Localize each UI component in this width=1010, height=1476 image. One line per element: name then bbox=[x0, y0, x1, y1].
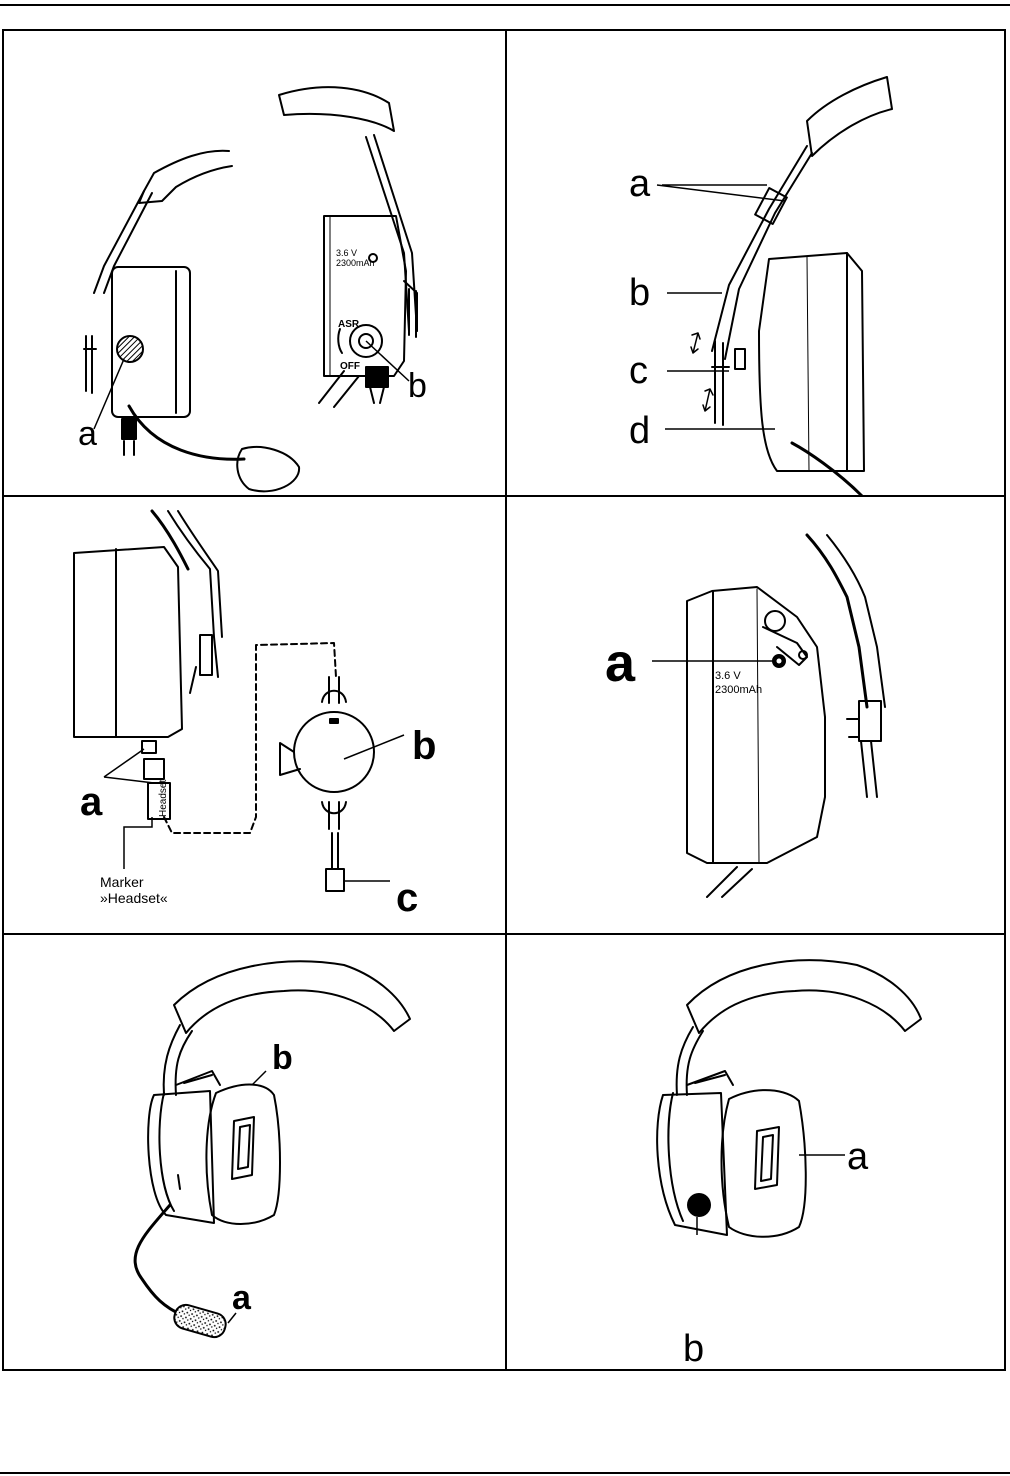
fig5-label-b: b bbox=[272, 1039, 293, 1077]
figure-2-headband-adjustment: a b c d bbox=[507, 31, 1006, 495]
switch-off-text: OFF bbox=[340, 361, 360, 372]
marker-tag-text: Headset bbox=[158, 780, 169, 817]
figure-4-battery-indicator: a 3.6 V 2300mAh bbox=[507, 497, 1006, 933]
figure-6-ear-cushion-replacement: a b bbox=[507, 935, 1006, 1371]
figure-1-headset-front-side: 3.6 V 2300mAh ASR OFF a b bbox=[4, 31, 505, 495]
fig2-label-d: d bbox=[629, 410, 650, 452]
figure-3-cable-connection: Headset a b c Marker »Headset« bbox=[4, 497, 505, 933]
fig5-label-a: a bbox=[232, 1279, 252, 1317]
fig2-label-b: b bbox=[629, 272, 650, 314]
battery-voltage-text: 3.6 V bbox=[336, 248, 357, 258]
switch-asr-text: ASR bbox=[338, 319, 360, 330]
marker-caption-line1: Marker bbox=[100, 874, 144, 890]
bottom-rule bbox=[0, 1472, 1010, 1474]
fig4-battery-voltage: 3.6 V bbox=[715, 670, 741, 682]
fig6-label-b: b bbox=[683, 1328, 704, 1370]
fig3-label-b: b bbox=[412, 724, 436, 768]
fig6-label-a: a bbox=[847, 1136, 869, 1178]
marker-caption-line2: »Headset« bbox=[100, 890, 168, 906]
figure-5-mic-windscreen-cushion: b a bbox=[4, 935, 505, 1371]
battery-capacity-text: 2300mAh bbox=[336, 258, 375, 268]
fig4-battery-capacity: 2300mAh bbox=[715, 684, 762, 696]
fig3-label-a: a bbox=[80, 780, 103, 824]
fig1-label-a: a bbox=[78, 415, 97, 453]
fig2-label-a: a bbox=[629, 163, 651, 205]
fig3-label-c: c bbox=[396, 876, 418, 920]
fig4-label-a: a bbox=[605, 633, 636, 693]
fig2-label-c: c bbox=[629, 350, 648, 392]
top-rule bbox=[0, 4, 1010, 6]
fig1-label-b: b bbox=[408, 367, 427, 405]
